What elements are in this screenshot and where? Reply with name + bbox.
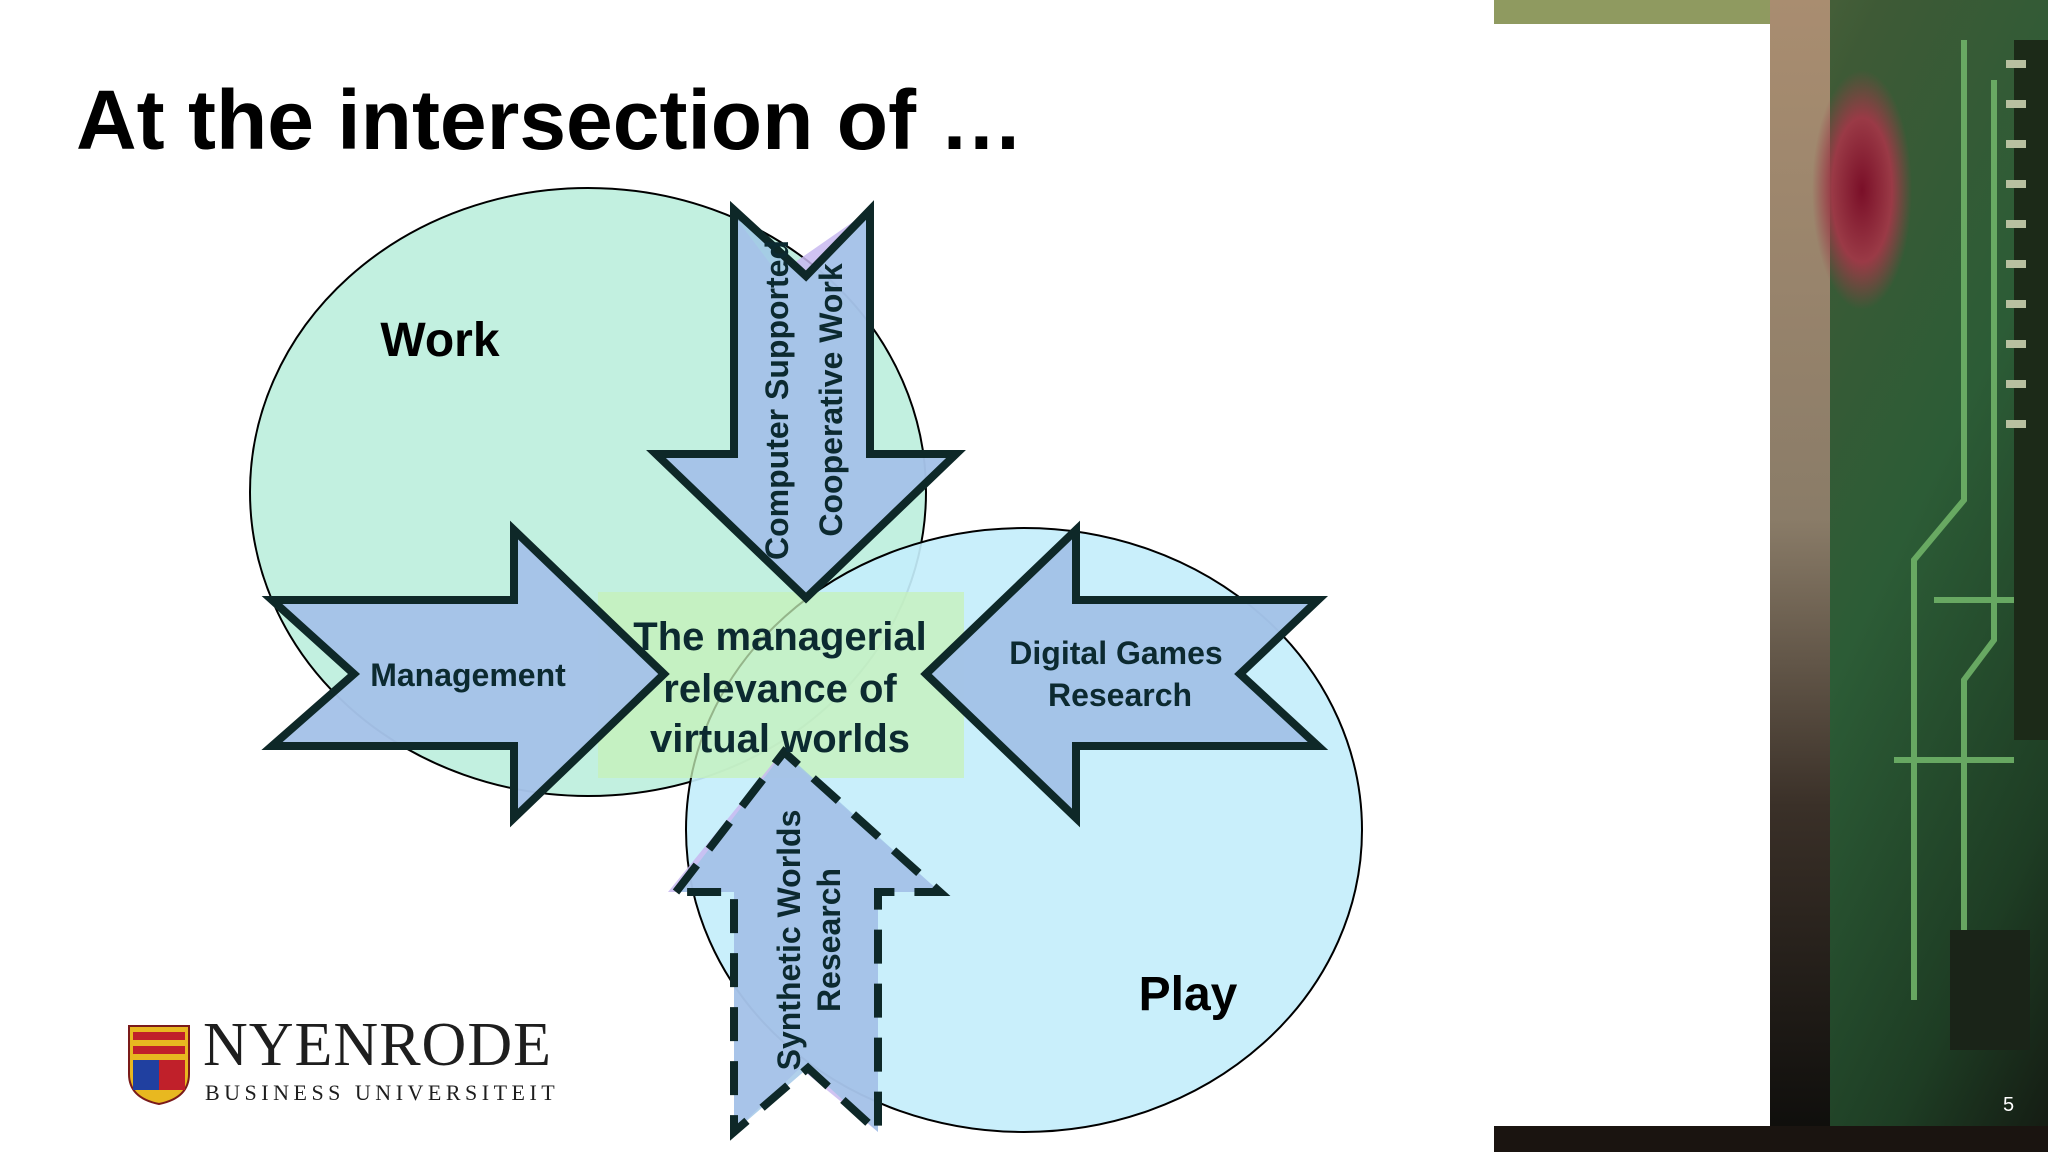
nyenrode-logo: NYENRODE BUSINESS UNIVERSITEIT: [127, 1014, 577, 1112]
synthetic-arrow-label-line-1: Synthetic Worlds: [771, 810, 807, 1071]
work-label: Work: [380, 314, 499, 367]
cscw-arrow-label-line-1: Computer Supported: [759, 240, 795, 560]
venn-arrow-diagram: Work Play Management Digital Games Resea…: [249, 187, 1363, 1142]
logo-subtitle: BUSINESS UNIVERSITEIT: [205, 1080, 560, 1105]
crest-icon: [128, 1025, 190, 1106]
games-arrow: [920, 520, 1329, 828]
logo-name: NYENRODE: [203, 1011, 552, 1079]
circuit-board-photo: [1494, 0, 2048, 1152]
games-arrow-label-line-2: Research: [1048, 677, 1192, 713]
synthetic-arrow: [667, 746, 951, 1142]
center-box: [598, 592, 964, 778]
games-arrow-label-line-1: Digital Games: [1009, 635, 1222, 671]
management-arrow: [261, 520, 670, 828]
management-arrow-label: Management: [370, 657, 566, 693]
cscw-arrow-label-line-2: Cooperative Work: [813, 263, 849, 536]
center-label-line-1: The managerial: [633, 615, 926, 659]
synthetic-arrow-label-line-2: Research: [811, 868, 847, 1012]
cscw-arrow: [646, 200, 966, 604]
center-label-line-2: relevance of: [663, 667, 897, 711]
page-number: 5: [2003, 1094, 2015, 1116]
slide-title: At the intersection of …: [76, 73, 1024, 167]
play-label: Play: [1139, 968, 1238, 1021]
center-label-line-3: virtual worlds: [650, 717, 910, 761]
